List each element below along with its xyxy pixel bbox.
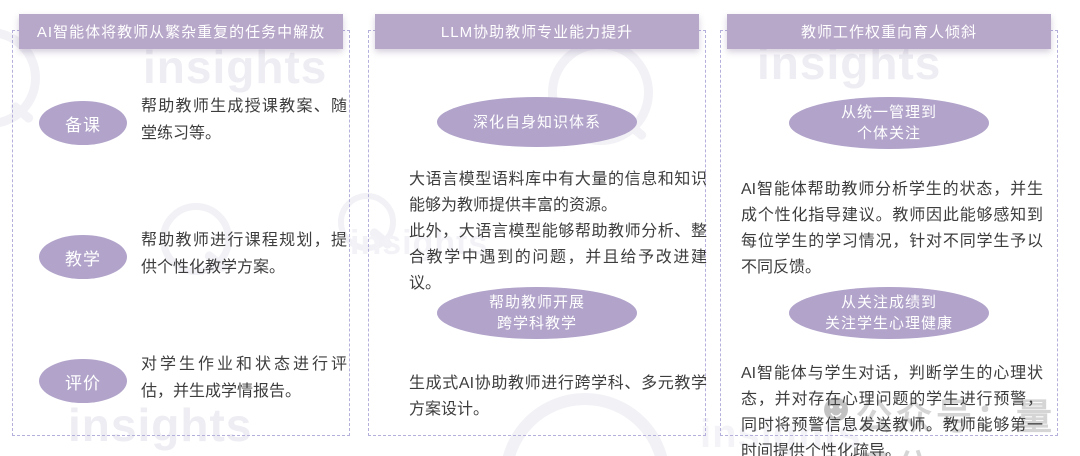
lesson-prep-description: 帮助教师生成授课教案、随堂练习等。 [141, 98, 347, 142]
oval-cross-discipline: 帮助教师开展 跨学科教学 [437, 287, 637, 339]
panel-right-header: 教师工作权重向育人倾斜 [727, 14, 1051, 49]
teaching-description: 帮助教师进行课程规划，提供个性化教学方案。 [141, 232, 347, 276]
row-evaluation: 评价 对学生作业和状态进行评估，并生成学情报告。 [13, 351, 349, 431]
oval-mental-health: 从关注成绩到 关注学生心理健康 [789, 287, 989, 339]
row-teaching: 教学 帮助教师进行课程规划，提供个性化教学方案。 [13, 227, 349, 307]
panel-middle-llm-ability: LLM协助教师专业能力提升 深化自身知识体系 大语言模型语料库中有大量的信息和知… [368, 14, 707, 436]
row-lesson-prep: 备课 帮助教师生成授课教案、随堂练习等。 [13, 93, 349, 173]
oval-evaluation: 评价 [39, 359, 127, 403]
panel-right-nurturing-focus: 教师工作权重向育人倾斜 从统一管理到 个体关注 AI智能体帮助教师分析学生的状态… [720, 14, 1058, 456]
oval-individual-attention: 从统一管理到 个体关注 [789, 97, 989, 149]
individual-attention-description: AI智能体帮助教师分析学生的状态，并生成个性化指导建议。教师因此能够感知到每位学… [741, 181, 1043, 276]
deepen-knowledge-description: 大语言模型语料库中有大量的信息和知识能够为教师提供丰富的资源。 此外，大语言模型… [409, 171, 707, 292]
oval-deepen-knowledge: 深化自身知识体系 [437, 97, 637, 147]
cross-discipline-description: 生成式AI协助教师进行跨学科、多元教学方案设计。 [409, 375, 707, 418]
panel-left-header: AI智能体将教师从繁杂重复的任务中解放 [19, 14, 343, 49]
mental-health-description: AI智能体与学生对话，判断学生的心理状态，并对存在心理问题的学生进行预警，同时将… [741, 365, 1043, 456]
oval-lesson-prep: 备课 [39, 101, 127, 145]
evaluation-description: 对学生作业和状态进行评估，并生成学情报告。 [141, 356, 347, 400]
panel-middle-header: LLM协助教师专业能力提升 [375, 14, 699, 49]
oval-teaching: 教学 [39, 235, 127, 279]
panel-left-ai-agent-tasks: AI智能体将教师从繁杂重复的任务中解放 备课 帮助教师生成授课教案、随堂练习等。… [12, 14, 350, 436]
